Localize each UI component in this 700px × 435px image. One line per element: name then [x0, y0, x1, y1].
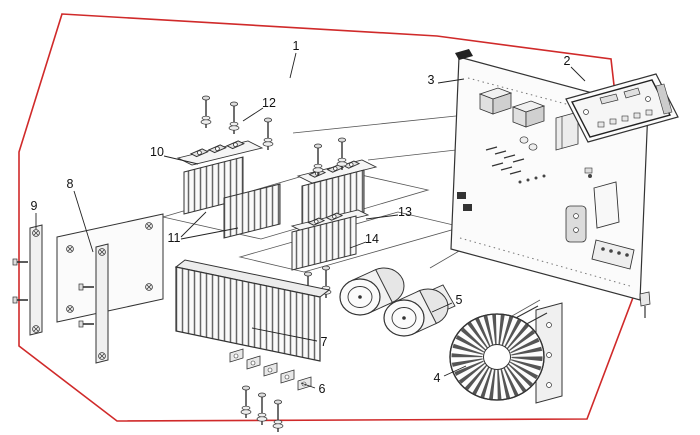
leader-line — [349, 241, 367, 249]
board-heatsink-bracket — [555, 111, 579, 151]
support-post — [12, 224, 43, 336]
leader-line — [365, 214, 399, 220]
leader-line — [300, 382, 316, 389]
leader-line — [73, 190, 94, 253]
toroid-inductor — [449, 313, 545, 401]
screw-head-icon — [98, 248, 106, 256]
board-connector — [455, 49, 473, 60]
screw-icon — [200, 95, 212, 129]
chassis-boundary-outline — [18, 13, 638, 422]
toroid-assembly — [449, 302, 563, 404]
capacitor-bank — [339, 267, 456, 337]
part-label-2: 2 — [564, 54, 571, 68]
control-panel-board — [565, 73, 679, 143]
board-connector — [457, 192, 466, 199]
screw-icon — [262, 117, 274, 151]
socket-component — [565, 205, 587, 243]
part-label-3: 3 — [428, 73, 435, 87]
screw-icon — [272, 399, 284, 433]
panel-strip — [655, 83, 673, 115]
fin-block — [291, 215, 357, 271]
part-labels: 1 2 3 4 5 6 7 8 9 10 11 12 13 14 — [31, 39, 571, 396]
screw-head-icon — [32, 229, 40, 237]
part-label-8: 8 — [67, 177, 74, 191]
screw-head-icon — [66, 245, 74, 253]
screw-head-icon — [66, 305, 74, 313]
screw-icon — [256, 392, 268, 426]
terminal-strip — [229, 348, 312, 433]
screw-head-icon — [32, 325, 40, 333]
part-label-13: 13 — [398, 205, 412, 219]
bolt-icon — [12, 258, 29, 266]
leader-lines — [35, 52, 586, 389]
screw-icon — [228, 101, 240, 135]
board-connector — [463, 204, 472, 211]
igbt-module-right — [290, 137, 378, 305]
panel-led — [583, 109, 589, 115]
side-plate — [56, 213, 164, 323]
fin-block — [223, 183, 281, 239]
board-mount-tab — [639, 291, 651, 318]
part-label-6: 6 — [319, 382, 326, 396]
leader-line — [437, 78, 465, 84]
part-label-7: 7 — [321, 335, 328, 349]
solder-pads — [518, 174, 592, 184]
relay-box — [478, 87, 513, 115]
terminal-pad — [591, 239, 635, 270]
terminal-clamp — [297, 376, 312, 391]
part-label-5: 5 — [456, 293, 463, 307]
screw-head-icon — [145, 283, 153, 291]
panel-chip — [599, 93, 619, 105]
relay-box — [511, 100, 546, 128]
part-label-14: 14 — [365, 232, 379, 246]
heatsink-fins — [175, 266, 321, 362]
support-posts — [12, 224, 109, 364]
leader-line — [163, 155, 199, 165]
screw-head-icon — [98, 352, 106, 360]
main-heatsink — [174, 259, 331, 362]
screw-icon — [240, 385, 252, 419]
screw-icon — [312, 143, 324, 177]
terminal-clamp — [229, 348, 244, 363]
panel-led — [645, 96, 651, 102]
panel-switch-row — [597, 109, 653, 128]
part-label-11: 11 — [168, 231, 181, 245]
board-relay — [593, 181, 620, 229]
leader-line — [180, 211, 207, 238]
board-capacitor — [528, 143, 538, 151]
capacitor — [383, 288, 449, 337]
bolt-icon — [78, 320, 95, 328]
leader-line — [251, 327, 318, 342]
board-chip — [584, 167, 593, 174]
leader-line — [242, 107, 264, 122]
leader-line — [289, 52, 297, 79]
support-post — [78, 243, 109, 364]
leader-line — [570, 66, 586, 82]
screw-head-icon — [145, 222, 153, 230]
part-label-12: 12 — [262, 96, 276, 110]
panel-chip — [623, 87, 641, 99]
terminal-clamp — [280, 369, 295, 384]
screw-icon — [336, 137, 348, 171]
leader-line — [180, 227, 239, 240]
capacitor — [339, 267, 405, 316]
part-label-4: 4 — [434, 371, 441, 385]
board-capacitor — [519, 136, 529, 144]
terminal-clamp — [246, 355, 261, 370]
part-label-1: 1 — [293, 39, 300, 53]
leader-line — [443, 365, 467, 377]
bolt-icon — [12, 296, 29, 304]
leader-line — [431, 302, 453, 313]
terminal-clamp — [263, 362, 278, 377]
igbt-module-left — [176, 95, 281, 239]
resistor-row — [485, 146, 525, 175]
part-label-10: 10 — [150, 145, 164, 159]
part-label-9: 9 — [31, 199, 38, 213]
